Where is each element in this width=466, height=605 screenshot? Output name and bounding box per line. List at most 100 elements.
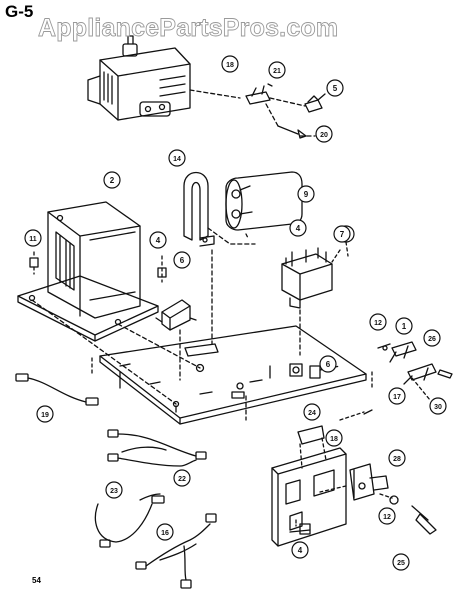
- page-number: 54: [32, 576, 41, 585]
- callout-17: 17: [388, 387, 406, 405]
- callout-circle: [319, 355, 337, 373]
- callout-number: 18: [226, 62, 234, 69]
- callout-circle: [378, 507, 396, 525]
- base-plate: [91, 325, 373, 425]
- relay: [281, 241, 349, 356]
- callout-number: 25: [397, 560, 405, 567]
- callout-circle: [268, 61, 286, 79]
- callout-circle: [395, 317, 413, 335]
- callout-number: 18: [330, 436, 338, 443]
- callout-28: 28: [388, 449, 406, 467]
- callout-circle: [221, 55, 239, 73]
- screw-11: [29, 251, 39, 275]
- callout-circle: [326, 79, 344, 97]
- callout-number: 4: [298, 546, 303, 555]
- callout-number: 23: [110, 488, 118, 495]
- callout-1: 1: [395, 317, 413, 335]
- capacitor-bracket: [183, 171, 215, 247]
- switch-bracket: [271, 425, 347, 547]
- callout-12: 12: [378, 507, 396, 525]
- callout-19: 19: [36, 405, 54, 423]
- callout-16: 16: [156, 523, 174, 541]
- callout-circle: [429, 397, 447, 415]
- callout-22: 22: [173, 469, 191, 487]
- callout-4: 4: [289, 219, 307, 237]
- callout-circle: [423, 329, 441, 347]
- callout-number: 4: [296, 224, 301, 233]
- callout-number: 30: [434, 404, 442, 411]
- transformer: [17, 201, 159, 342]
- callout-11: 11: [24, 229, 42, 247]
- callout-14: 14: [168, 149, 186, 167]
- callout-circle: [156, 523, 174, 541]
- callout-4: 4: [149, 231, 167, 249]
- callout-2: 2: [103, 171, 121, 189]
- screw-4-lower: [289, 519, 311, 535]
- callout-circle: [289, 219, 307, 237]
- callout-circle: [297, 185, 315, 203]
- callout-circle: [168, 149, 186, 167]
- callout-number: 6: [326, 360, 331, 369]
- callout-circle: [24, 229, 42, 247]
- callout-circle: [315, 125, 333, 143]
- callout-number: 4: [156, 236, 161, 245]
- callout-circle: [392, 553, 410, 571]
- callout-number: 12: [374, 320, 382, 327]
- callout-number: 1: [402, 322, 407, 331]
- callout-number: 26: [428, 336, 436, 343]
- watermark: AppliancePartsPros.com: [38, 14, 339, 43]
- callout-number: 6: [180, 256, 185, 265]
- callout-23: 23: [105, 481, 123, 499]
- wire-16: [135, 513, 217, 589]
- callout-number: 11: [29, 236, 37, 243]
- fuse-holder-6-left: [155, 299, 197, 381]
- magnetron: [87, 35, 191, 121]
- callout-21: 21: [268, 61, 286, 79]
- callout-number: 19: [41, 412, 49, 419]
- callout-circle: [173, 251, 191, 269]
- capacitor: [207, 171, 303, 245]
- callout-circle: [105, 481, 123, 499]
- callout-number: 28: [393, 456, 401, 463]
- callout-6: 6: [173, 251, 191, 269]
- switch-parts-right: [339, 341, 453, 421]
- callout-circle: [103, 171, 121, 189]
- section-label: G-5: [5, 2, 34, 21]
- callout-circle: [36, 405, 54, 423]
- interlock-switch: [319, 463, 437, 535]
- callout-12: 12: [369, 313, 387, 331]
- callout-number: 16: [161, 530, 169, 537]
- wire-19: [15, 373, 99, 406]
- screw-4-upper: [157, 255, 167, 283]
- callout-circle: [333, 225, 351, 243]
- callout-circle: [303, 403, 321, 421]
- callout-number: 22: [178, 476, 186, 483]
- callout-number: 12: [383, 514, 391, 521]
- wire-22: [107, 429, 207, 467]
- callout-number: 9: [304, 190, 309, 199]
- callout-18: 18: [325, 429, 343, 447]
- callout-25: 25: [392, 553, 410, 571]
- callout-number: 5: [333, 84, 338, 93]
- callout-number: 17: [393, 394, 401, 401]
- callout-circle: [149, 231, 167, 249]
- callout-circle: [388, 449, 406, 467]
- callout-circle: [369, 313, 387, 331]
- callout-circle: [388, 387, 406, 405]
- callout-5: 5: [326, 79, 344, 97]
- callout-number: 21: [273, 68, 281, 75]
- callout-4: 4: [291, 541, 309, 559]
- callout-circle: [173, 469, 191, 487]
- callout-7: 7: [333, 225, 351, 243]
- callout-9: 9: [297, 185, 315, 203]
- callout-circle: [325, 429, 343, 447]
- callout-26: 26: [423, 329, 441, 347]
- callout-number: 2: [110, 176, 115, 185]
- callout-6: 6: [319, 355, 337, 373]
- callout-number: 24: [308, 410, 316, 417]
- callout-number: 14: [173, 156, 181, 163]
- callout-30: 30: [429, 397, 447, 415]
- callout-18: 18: [221, 55, 239, 73]
